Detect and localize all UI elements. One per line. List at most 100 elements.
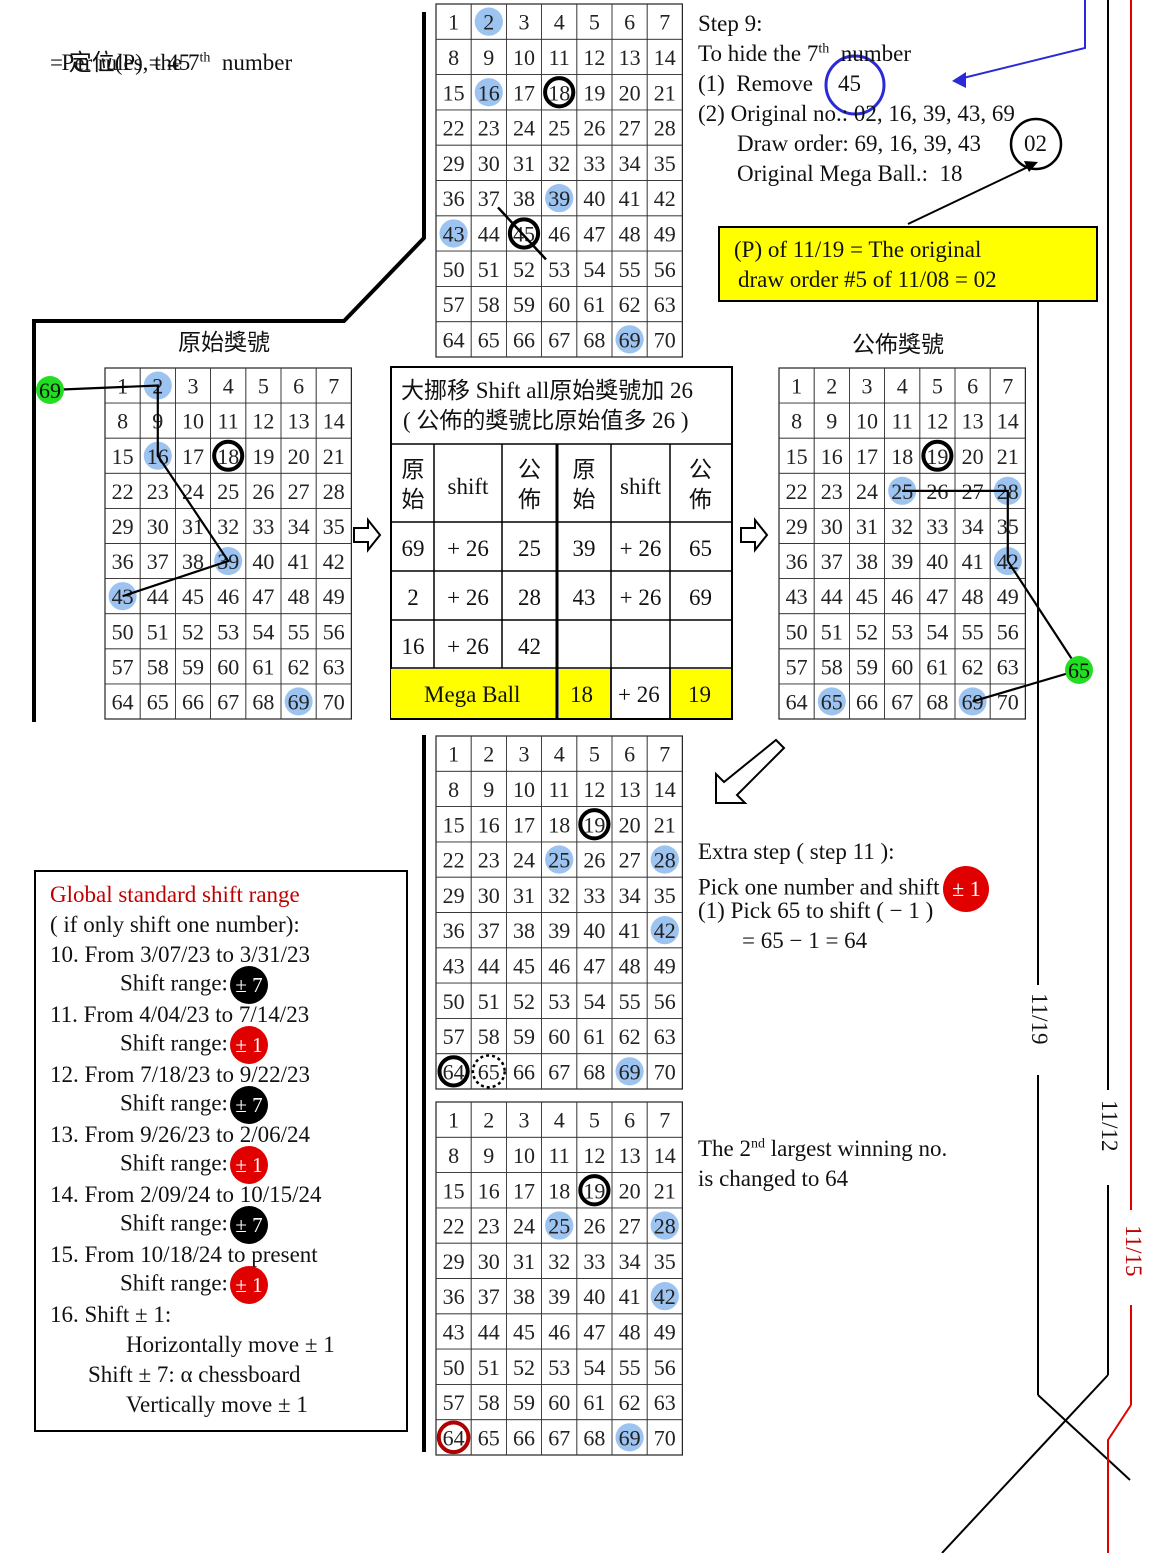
- cell-30: 30: [478, 151, 500, 176]
- cell-67: 67: [217, 689, 239, 714]
- cell-54: 54: [583, 989, 605, 1014]
- cell-19: 19: [583, 1178, 605, 1203]
- cell-2: 2: [826, 374, 837, 399]
- range-item-label: 13. From 9/26/23 to 2/06/24: [50, 1122, 311, 1147]
- shift-table-cell: shift: [620, 474, 661, 499]
- range-item-label: 15. From 10/18/24 to present: [50, 1242, 318, 1267]
- cell-9: 9: [483, 45, 494, 70]
- second-largest-line2: is changed to 64: [698, 1166, 849, 1191]
- step9-hide-post: number: [829, 41, 912, 66]
- shift-table-cell: 原始: [401, 457, 425, 512]
- step9-draw: Draw order: 69, 16, 39, 43: [737, 131, 982, 156]
- cell-56: 56: [654, 257, 676, 282]
- cell-16: 16: [478, 80, 500, 105]
- cell-23: 23: [821, 479, 843, 504]
- cell-68: 68: [583, 1425, 605, 1450]
- cell-56: 56: [323, 619, 345, 644]
- cell-34: 34: [619, 151, 641, 176]
- cell-40: 40: [583, 186, 605, 211]
- cell-68: 68: [252, 689, 274, 714]
- cell-22: 22: [443, 116, 465, 141]
- step9-remove: (1) Remove: [698, 71, 813, 96]
- cell-7: 7: [659, 1108, 670, 1133]
- label-1119: 11/19: [1027, 993, 1052, 1045]
- cell-66: 66: [182, 689, 204, 714]
- cell-45: 45: [513, 1319, 535, 1344]
- cell-29: 29: [786, 514, 808, 539]
- down-left-arrow: [715, 738, 786, 804]
- cell-4: 4: [554, 10, 565, 35]
- cell-39: 39: [548, 918, 570, 943]
- cell-53: 53: [891, 619, 913, 644]
- cell-45: 45: [856, 584, 878, 609]
- shift-table-cell: 43: [572, 585, 596, 610]
- cell-39: 39: [548, 1284, 570, 1309]
- cell-53: 53: [548, 257, 570, 282]
- cell-38: 38: [513, 186, 535, 211]
- cell-38: 38: [856, 549, 878, 574]
- shift-title2: ( 公佈的獎號比原始值多 26 ): [403, 408, 689, 433]
- cell-60: 60: [548, 1390, 570, 1415]
- cell-17: 17: [513, 1178, 535, 1203]
- cell-64: 64: [112, 689, 134, 714]
- cell-56: 56: [997, 619, 1019, 644]
- circle-mark-original-18: [212, 439, 245, 472]
- cell-58: 58: [478, 292, 500, 317]
- shift-table-cell: 公佈: [518, 457, 541, 512]
- cell-43: 43: [786, 584, 808, 609]
- range-item-shift: Shift range:± 1: [120, 1026, 268, 1064]
- cell-30: 30: [478, 883, 500, 908]
- cell-70: 70: [323, 689, 345, 714]
- cell-69: 69: [619, 1425, 641, 1450]
- cell-23: 23: [478, 848, 500, 873]
- range-label: Shift range:: [120, 1150, 228, 1176]
- cell-69: 69: [619, 1059, 641, 1084]
- cell-49: 49: [323, 584, 345, 609]
- extra-badge: ± 1: [943, 866, 990, 912]
- cell-27: 27: [288, 479, 310, 504]
- cell-19: 19: [926, 444, 948, 469]
- cell-32: 32: [548, 1249, 570, 1274]
- cell-2: 2: [483, 10, 494, 35]
- highlight-65: [817, 687, 846, 716]
- cell-22: 22: [443, 1214, 465, 1239]
- cell-62: 62: [619, 1024, 641, 1049]
- cell-18: 18: [548, 80, 570, 105]
- cell-69: 69: [619, 327, 641, 352]
- cell-44: 44: [147, 584, 169, 609]
- extra-line2-text: Pick one number and shift: [698, 874, 940, 900]
- extra-line3: (1) Pick 65 to shift ( − 1 ): [698, 898, 934, 923]
- cell-70: 70: [654, 1425, 676, 1450]
- cell-2: 2: [483, 742, 494, 767]
- item16-a: 16. Shift ± 1:: [50, 1302, 172, 1327]
- range-item-shift: Shift range:± 7: [120, 966, 268, 1004]
- label-1115: 11/15: [1121, 1225, 1146, 1277]
- highlight-16: [474, 78, 503, 107]
- shift-table-cell: 25: [518, 536, 541, 561]
- cell-15: 15: [786, 444, 808, 469]
- cell-31: 31: [182, 514, 204, 539]
- mega-shift: + 26: [618, 682, 660, 707]
- cell-34: 34: [288, 514, 310, 539]
- cell-24: 24: [182, 479, 204, 504]
- sl-sup: nd: [751, 1136, 766, 1152]
- cell-15: 15: [112, 444, 134, 469]
- cell-37: 37: [147, 549, 169, 574]
- cell-50: 50: [112, 619, 134, 644]
- cell-46: 46: [548, 221, 570, 246]
- cell-34: 34: [619, 1249, 641, 1274]
- cell-28: 28: [323, 479, 345, 504]
- cell-13: 13: [288, 409, 310, 434]
- cell-41: 41: [619, 1284, 641, 1309]
- cell-28: 28: [654, 848, 676, 873]
- cell-69: 69: [962, 689, 984, 714]
- cell-34: 34: [619, 883, 641, 908]
- cell-18: 18: [217, 444, 239, 469]
- highlight-42: [650, 1282, 679, 1311]
- cell-5: 5: [932, 374, 943, 399]
- shift-table-cell: 28: [518, 585, 541, 610]
- green-marker-69-label: 69: [39, 378, 61, 403]
- cell-57: 57: [786, 654, 808, 679]
- cell-54: 54: [926, 619, 948, 644]
